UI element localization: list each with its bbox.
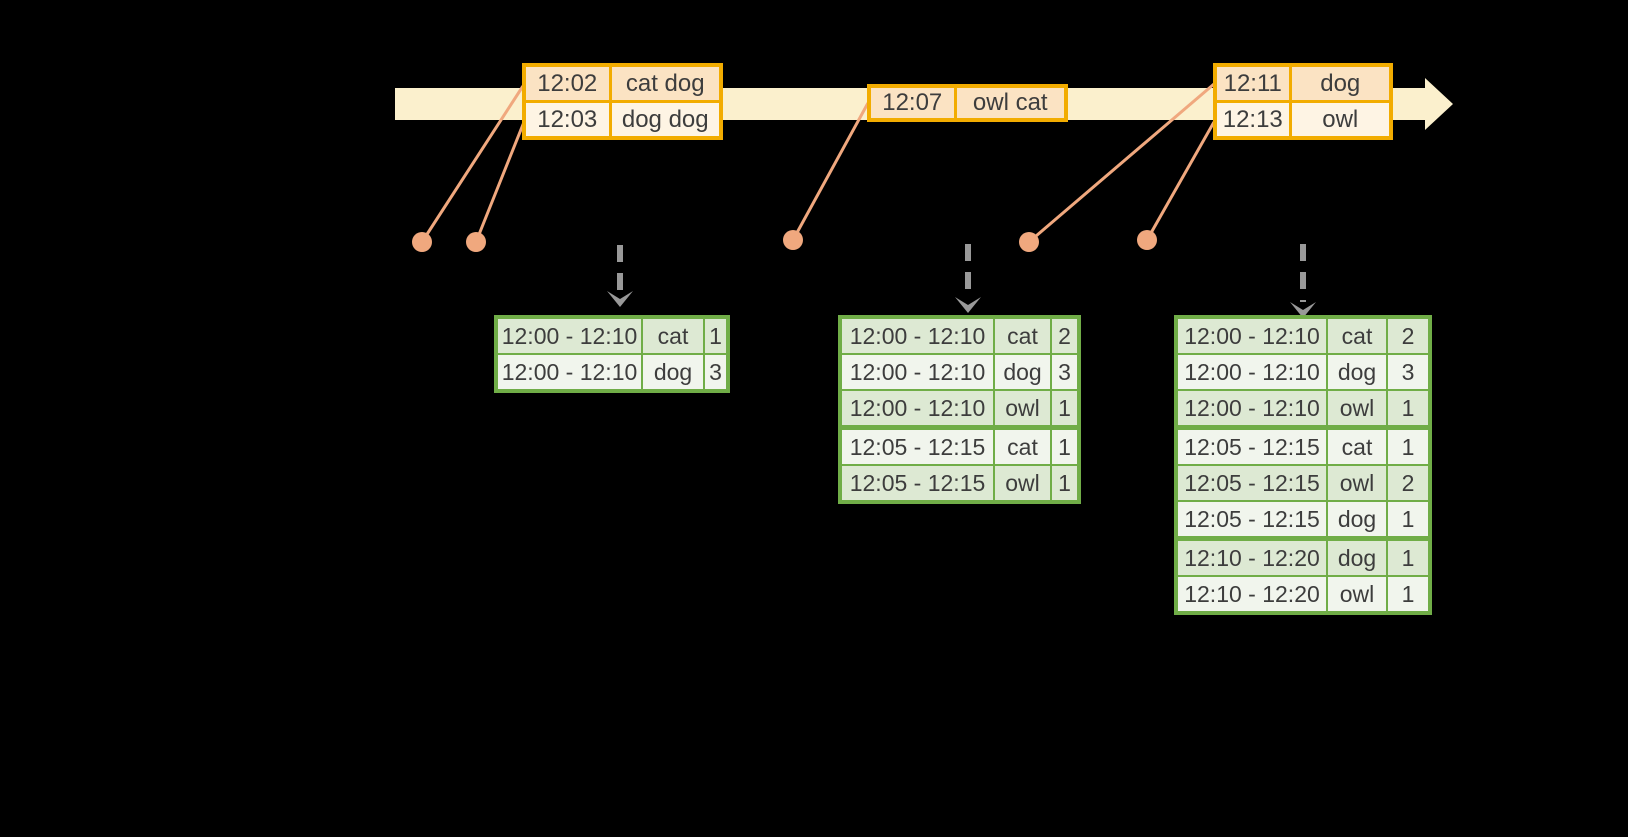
- count-cell: 1: [1386, 500, 1431, 540]
- window-cell: 12:00 - 12:10: [839, 389, 995, 429]
- trigger-arrow-icon: [607, 245, 633, 307]
- window-cell: 12:00 - 12:10: [495, 353, 643, 392]
- window-cell: 12:05 - 12:15: [839, 425, 995, 466]
- word-cell: dog: [1326, 500, 1388, 540]
- words-cell: dog: [1288, 63, 1393, 103]
- word-cell: cat: [993, 316, 1052, 355]
- count-cell: 2: [1050, 316, 1080, 355]
- count-cell: 3: [1386, 353, 1431, 391]
- result-row: 12:00 - 12:10 cat 2: [839, 316, 1080, 355]
- word-cell: owl: [1326, 389, 1388, 429]
- word-cell: cat: [1326, 316, 1388, 355]
- word-cell: owl: [1326, 575, 1388, 614]
- result-table-3: 12:00 - 12:10 cat 2 12:00 - 12:10 dog 3 …: [1174, 315, 1432, 615]
- words-cell: cat dog: [608, 63, 723, 103]
- event-dot-icon: [1137, 230, 1157, 250]
- result-row: 12:00 - 12:10 owl 1: [839, 389, 1080, 429]
- result-row: 12:05 - 12:15 owl 1: [839, 464, 1080, 503]
- count-cell: 1: [1386, 536, 1431, 577]
- event-time-cell: 12:02: [522, 63, 612, 103]
- event-time-cell: 12:11: [1213, 63, 1292, 103]
- trigger-arrow-icon: [955, 244, 981, 313]
- result-row: 12:05 - 12:15 dog 1: [1175, 500, 1431, 540]
- count-cell: 1: [1050, 389, 1080, 429]
- word-cell: cat: [641, 316, 705, 355]
- event-dot-icon: [783, 230, 803, 250]
- count-cell: 1: [1050, 464, 1080, 503]
- event-dot-icon: [466, 232, 486, 252]
- event-connector-line: [1028, 82, 1215, 244]
- count-cell: 3: [1050, 353, 1080, 391]
- result-table-2: 12:00 - 12:10 cat 2 12:00 - 12:10 dog 3 …: [838, 315, 1081, 504]
- input-table-3: 12:11 dog 12:13 owl: [1213, 63, 1393, 140]
- result-row: 12:05 - 12:15 owl 2: [1175, 464, 1431, 502]
- window-cell: 12:00 - 12:10: [1175, 389, 1328, 429]
- result-row: 12:00 - 12:10 cat 2: [1175, 316, 1431, 355]
- timeline-arrow-icon: [1425, 78, 1453, 130]
- count-cell: 1: [1050, 425, 1080, 466]
- words-cell: owl cat: [953, 84, 1068, 122]
- count-cell: 1: [1386, 425, 1431, 466]
- word-cell: cat: [1326, 425, 1388, 466]
- input-table-2: 12:07 owl cat: [867, 84, 1068, 122]
- event-connector-line: [1145, 121, 1216, 241]
- result-row: 12:10 - 12:20 owl 1: [1175, 575, 1431, 614]
- event-connector-line: [420, 85, 525, 243]
- event-time-cell: 12:03: [522, 100, 612, 140]
- result-table-1: 12:00 - 12:10 cat 1 12:00 - 12:10 dog 3: [494, 315, 730, 393]
- result-row: 12:05 - 12:15 cat 1: [1175, 425, 1431, 466]
- count-cell: 1: [1386, 389, 1431, 429]
- result-row: 12:00 - 12:10 dog 3: [495, 353, 729, 392]
- word-cell: owl: [993, 389, 1052, 429]
- window-cell: 12:00 - 12:10: [1175, 316, 1328, 355]
- event-connector-line: [474, 121, 526, 243]
- result-row: 12:00 - 12:10 dog 3: [839, 353, 1080, 391]
- input-row: 12:02 cat dog: [522, 63, 723, 103]
- window-cell: 12:00 - 12:10: [839, 316, 995, 355]
- count-cell: 2: [1386, 464, 1431, 502]
- word-cell: dog: [641, 353, 705, 392]
- input-row: 12:11 dog: [1213, 63, 1393, 103]
- result-row: 12:05 - 12:15 cat 1: [839, 425, 1080, 466]
- word-cell: dog: [1326, 353, 1388, 391]
- window-cell: 12:05 - 12:15: [1175, 425, 1328, 466]
- input-row: 12:07 owl cat: [867, 84, 1068, 122]
- count-cell: 2: [1386, 316, 1431, 355]
- count-cell: 1: [1386, 575, 1431, 614]
- event-dot-icon: [412, 232, 432, 252]
- result-row: 12:00 - 12:10 cat 1: [495, 316, 729, 355]
- event-time-cell: 12:13: [1213, 100, 1292, 140]
- word-cell: owl: [993, 464, 1052, 503]
- result-row: 12:00 - 12:10 owl 1: [1175, 389, 1431, 429]
- count-cell: 3: [703, 353, 729, 392]
- event-connector-line: [791, 102, 870, 241]
- window-cell: 12:10 - 12:20: [1175, 575, 1328, 614]
- trigger-arrow-icon: [1290, 244, 1316, 318]
- window-cell: 12:00 - 12:10: [495, 316, 643, 355]
- window-cell: 12:05 - 12:15: [839, 464, 995, 503]
- event-dot-icon: [1019, 232, 1039, 252]
- window-cell: 12:10 - 12:20: [1175, 536, 1328, 577]
- window-cell: 12:05 - 12:15: [1175, 464, 1328, 502]
- word-cell: dog: [1326, 536, 1388, 577]
- word-cell: dog: [993, 353, 1052, 391]
- input-row: 12:13 owl: [1213, 100, 1393, 140]
- input-row: 12:03 dog dog: [522, 100, 723, 140]
- window-cell: 12:05 - 12:15: [1175, 500, 1328, 540]
- event-time-cell: 12:07: [867, 84, 957, 122]
- result-row: 12:10 - 12:20 dog 1: [1175, 536, 1431, 577]
- window-cell: 12:00 - 12:10: [839, 353, 995, 391]
- word-cell: cat: [993, 425, 1052, 466]
- window-cell: 12:00 - 12:10: [1175, 353, 1328, 391]
- words-cell: dog dog: [608, 100, 723, 140]
- words-cell: owl: [1288, 100, 1393, 140]
- word-cell: owl: [1326, 464, 1388, 502]
- input-table-1: 12:02 cat dog 12:03 dog dog: [522, 63, 723, 140]
- count-cell: 1: [703, 316, 729, 355]
- result-row: 12:00 - 12:10 dog 3: [1175, 353, 1431, 391]
